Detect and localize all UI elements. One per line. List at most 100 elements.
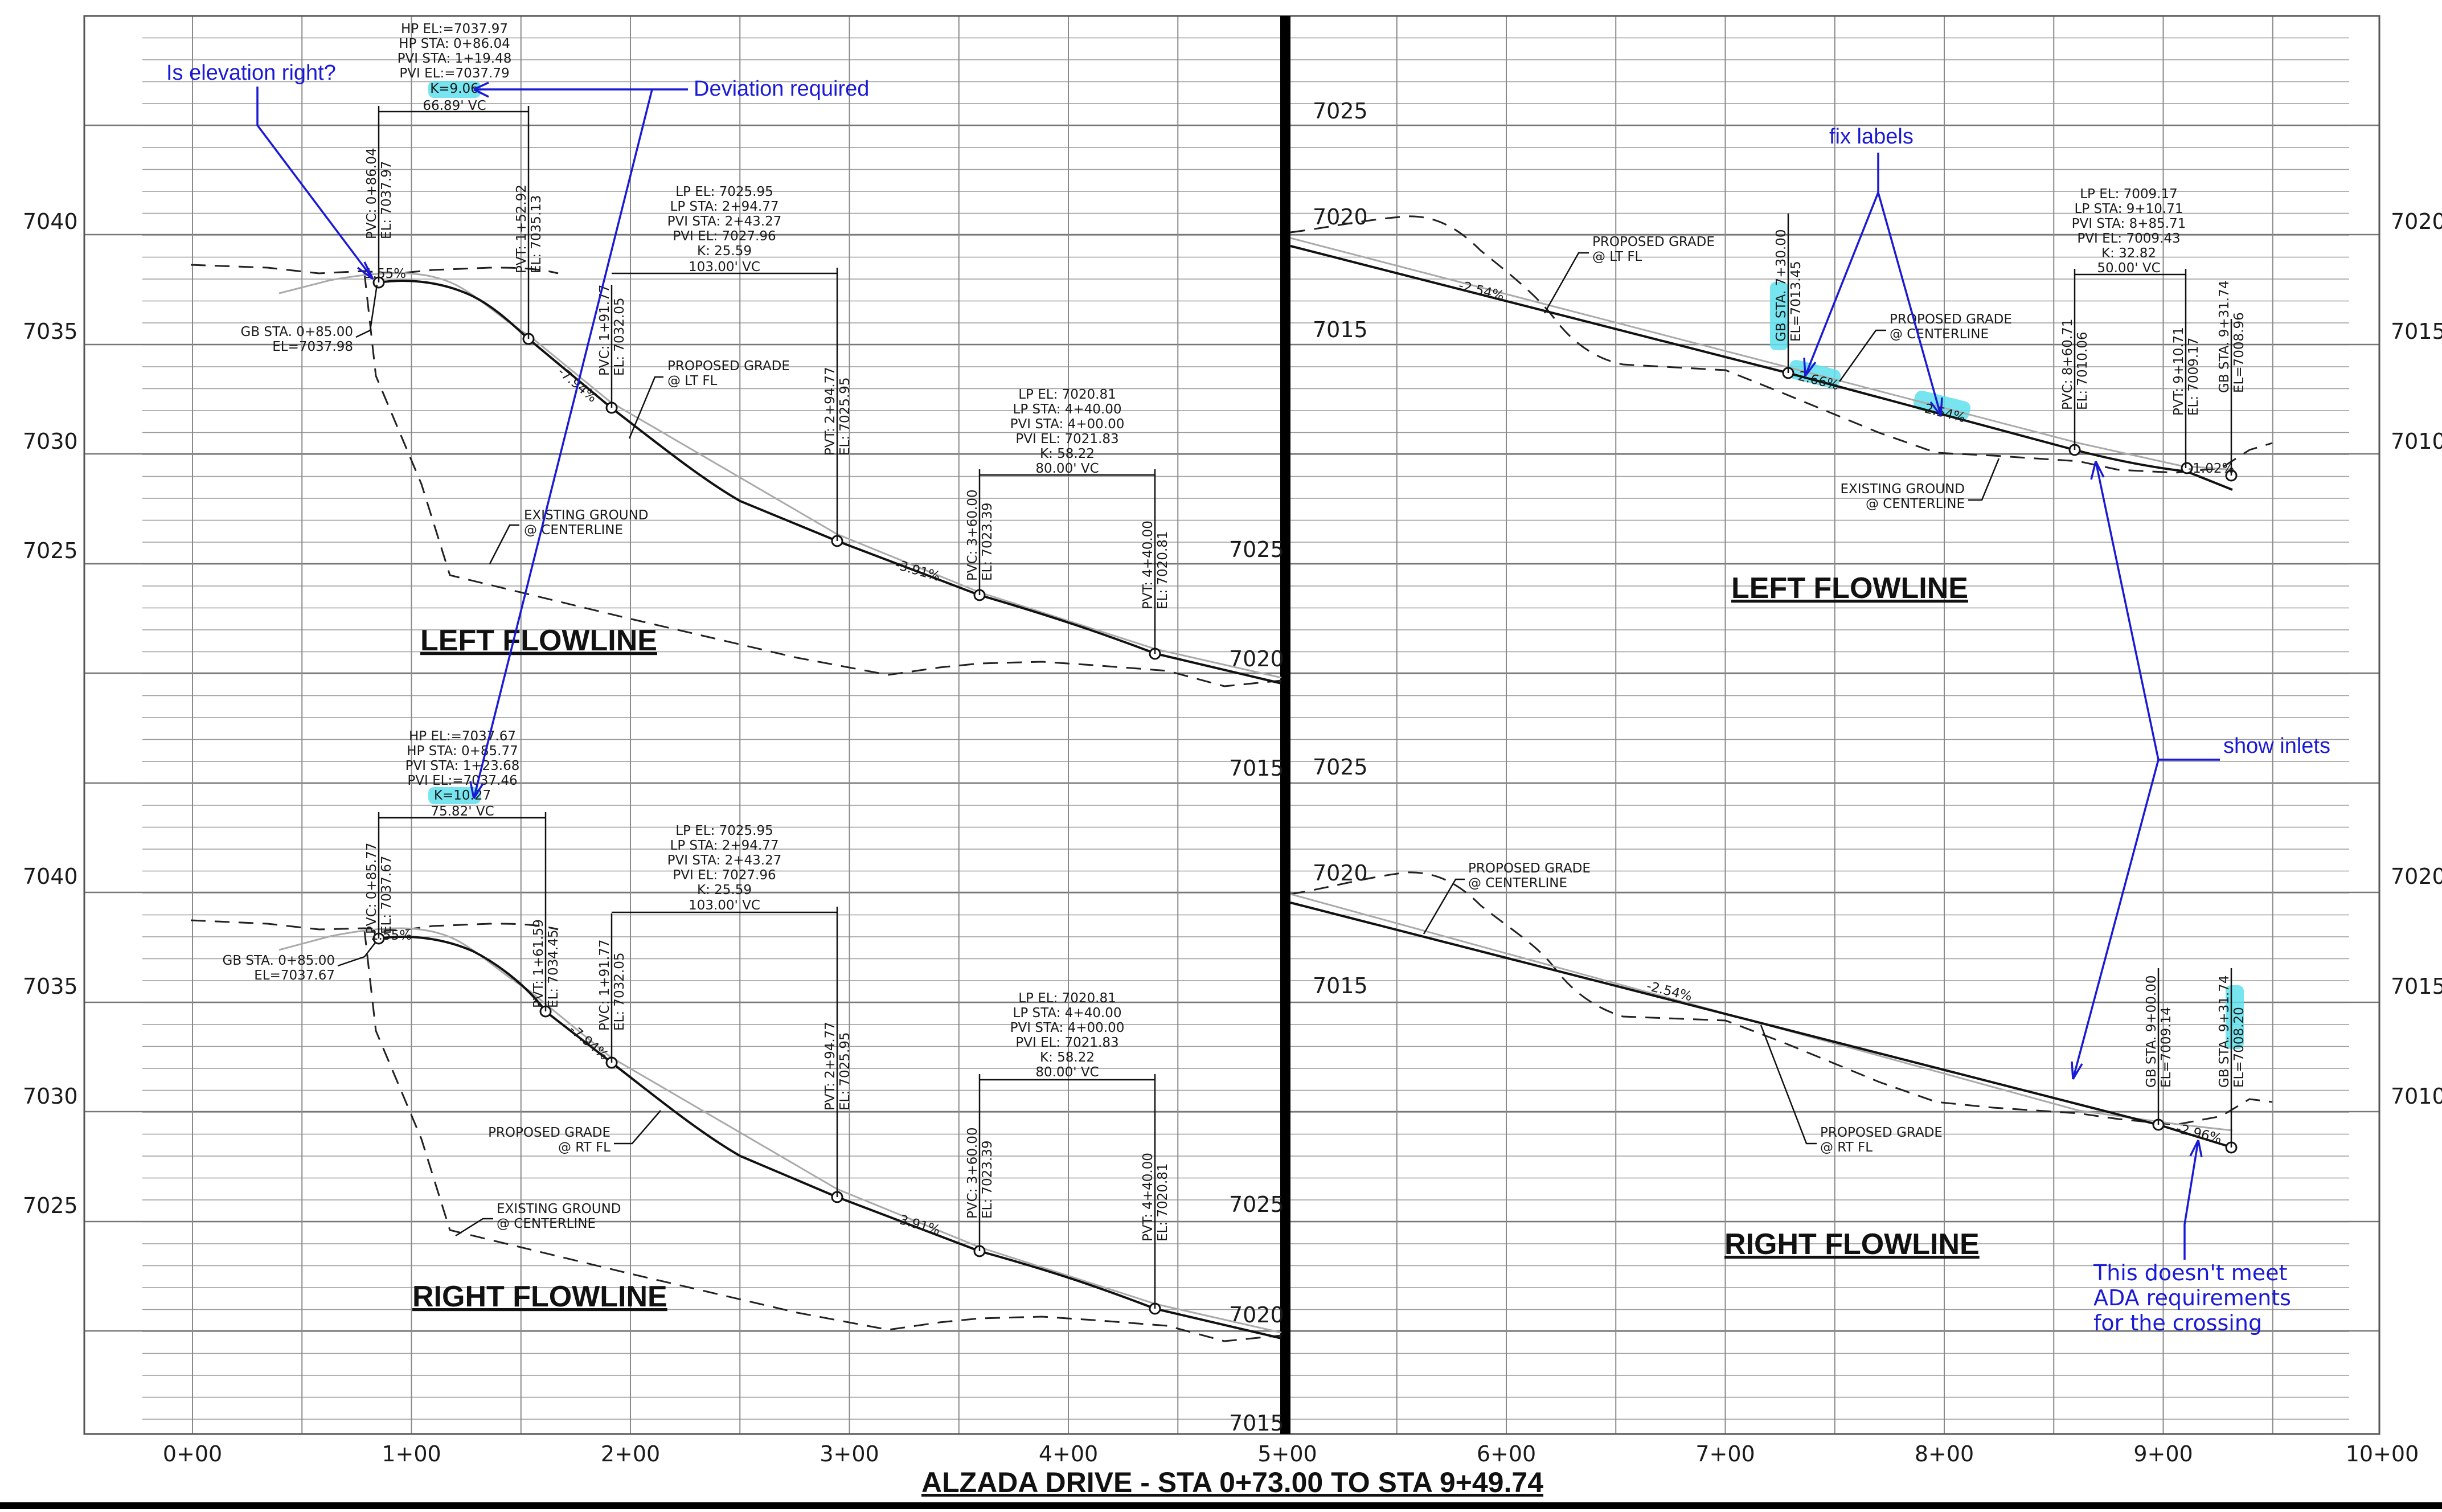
svg-text:EL=7037.67: EL=7037.67: [254, 968, 335, 983]
markup-leader: [473, 89, 653, 799]
grade-label: -2.54%: [1457, 278, 1506, 304]
leader-line: [628, 376, 663, 439]
sheet-title: ALZADA DRIVE - STA 0+73.00 TO STA 9+49.7…: [921, 1466, 1543, 1498]
svg-text:PROPOSED GRADE: PROPOSED GRADE: [1820, 1125, 1943, 1140]
arrowhead: [357, 261, 374, 280]
svg-text:@ LT FL: @ LT FL: [667, 374, 718, 388]
elev-axis-mid-left-bottom: 7025 7020 7015: [1229, 1192, 1284, 1436]
hp-label-block: HP EL:=7037.67 HP STA: 0+85.77 PVI STA: …: [405, 729, 520, 819]
svg-text:EXISTING GROUND: EXISTING GROUND: [1841, 482, 1965, 497]
svg-text:@ CENTERLINE: @ CENTERLINE: [1468, 876, 1567, 891]
leader-line: [614, 1110, 661, 1145]
pvt-label: PVT: 4+40.00 EL: 7020.81: [1141, 1153, 1170, 1241]
vc-label: 66.89' VC: [423, 99, 486, 113]
svg-text:GB STA. 0+85.00: GB STA. 0+85.00: [223, 953, 335, 968]
gb-label: GB STA. 9+31.74 EL=7008.20: [2217, 976, 2247, 1088]
profile-right-flowline-1: HP EL:=7037.67 HP STA: 0+85.77 PVI STA: …: [190, 729, 1282, 1342]
arrowhead: [1803, 357, 1817, 377]
hp-label: HP EL:=7037.97: [401, 22, 508, 36]
elev-label: 7035: [23, 319, 78, 344]
match-divider: [1280, 16, 1290, 1434]
elev-label: 7015: [2391, 319, 2442, 344]
leader-line: [1543, 252, 1589, 314]
svg-text:PROPOSED GRADE: PROPOSED GRADE: [667, 359, 790, 374]
pvt-label: PVT: 9+10.71 EL: 7009.17: [2171, 327, 2201, 416]
arrowhead: [2189, 1140, 2203, 1158]
elev-axis-right-top: 7020 7015 7010: [2391, 209, 2442, 454]
svg-text:@ RT FL: @ RT FL: [558, 1140, 610, 1155]
svg-text:@ CENTERLINE: @ CENTERLINE: [1890, 327, 1989, 342]
svg-text:EL: 7032.05: EL: 7032.05: [612, 952, 627, 1031]
svg-text:EL=7013.45: EL=7013.45: [1789, 261, 1804, 342]
markup-leader: [2183, 1140, 2199, 1260]
svg-text:K: 58.22: K: 58.22: [1040, 446, 1095, 461]
markup-show-inlets-note: show inlets: [2223, 734, 2330, 758]
svg-text:PVC: 8+60.71: PVC: 8+60.71: [2060, 319, 2075, 410]
svg-text:PVT: 2+94.77: PVT: 2+94.77: [823, 1022, 838, 1111]
elev-axis-mid-left-top: 7025 7020 7015: [1229, 537, 1284, 781]
pvc-label: PVC: 0+85.77 EL: 7037.67: [364, 843, 394, 934]
elev-label: 7015: [2391, 974, 2442, 999]
arrowhead: [1929, 397, 1943, 417]
pvc-label: PVC: 0+86.04 EL: 7037.97: [364, 148, 394, 239]
svg-text:GB STA. 9+31.74: GB STA. 9+31.74: [2217, 281, 2232, 393]
markup-fix-labels-note: fix labels: [1829, 125, 1914, 149]
svg-text:LP STA: 4+40.00: LP STA: 4+40.00: [1013, 402, 1122, 417]
gb-label: GB STA. 0+85.00 EL=7037.98: [241, 325, 353, 354]
profile-right-flowline-2: GB STA. 9+00.00 EL=7009.14 GB STA. 9+31.…: [1290, 861, 2273, 1261]
elev-label: 7020: [1313, 861, 1368, 886]
pvt-label: PVT: 1+61.59 EL: 7034.45: [531, 919, 561, 1008]
svg-text:PVI EL: 7027.96: PVI EL: 7027.96: [673, 868, 776, 883]
profile-title: LEFT FLOWLINE: [1731, 572, 1968, 605]
svg-text:EXISTING GROUND: EXISTING GROUND: [524, 508, 649, 523]
arrowhead: [2090, 461, 2105, 480]
svg-text:LP EL: 7025.95: LP EL: 7025.95: [675, 185, 773, 199]
lp-label-block: LP EL: 7009.17 LP STA: 9+10.71 PVI STA: …: [2072, 187, 2186, 276]
station-label: 6+00: [1477, 1441, 1536, 1466]
svg-text:This doesn't meet: This doesn't meet: [2093, 1260, 2287, 1285]
existing-ground-line: [363, 930, 1282, 1342]
proposed-grade-label: PROPOSED GRADE @ LT FL: [667, 359, 790, 388]
svg-text:K: 58.22: K: 58.22: [1040, 1050, 1095, 1065]
svg-text:PROPOSED GRADE: PROPOSED GRADE: [488, 1125, 610, 1140]
elev-label: 7020: [1229, 1302, 1284, 1327]
elev-axis-right-bottom: 7020 7015 7010: [2391, 864, 2442, 1109]
pvt-label: PVT: 2+94.77 EL: 7025.95: [823, 1022, 853, 1111]
svg-text:GB STA. 0+85.00: GB STA. 0+85.00: [241, 325, 353, 339]
leader-line: [1968, 458, 2000, 501]
svg-text:@ LT FL: @ LT FL: [1592, 249, 1642, 264]
proposed-grade-label: PROPOSED GRADE @ RT FL: [488, 1125, 610, 1155]
svg-text:PVT: 1+52.92: PVT: 1+52.92: [514, 185, 529, 273]
svg-text:80.00' VC: 80.00' VC: [1035, 461, 1099, 476]
station-label: 4+00: [1039, 1441, 1098, 1466]
svg-text:EL: 7037.97: EL: 7037.97: [379, 161, 394, 239]
elev-axis-left-top: 7040 7035 7030 7025: [23, 209, 78, 563]
svg-text:EL: 7025.95: EL: 7025.95: [838, 1032, 853, 1111]
svg-text:PVC: 3+60.00: PVC: 3+60.00: [965, 1128, 980, 1219]
hp-label: PVI STA: 1+19.48: [398, 51, 512, 66]
svg-text:PVI EL:=7037.46: PVI EL:=7037.46: [407, 773, 517, 788]
highlight-mark: [1770, 282, 1788, 350]
svg-text:50.00' VC: 50.00' VC: [2097, 261, 2160, 276]
svg-text:GB STA. 9+00.00: GB STA. 9+00.00: [2144, 976, 2159, 1088]
elev-label: 7025: [1229, 1192, 1284, 1217]
svg-text:PVT: 9+10.71: PVT: 9+10.71: [2171, 327, 2186, 416]
markup-deviation-note: Deviation required: [694, 77, 869, 101]
grade-label: -3.91%: [893, 558, 941, 584]
svg-text:PROPOSED GRADE: PROPOSED GRADE: [1592, 235, 1715, 249]
svg-text:EL=7008.96: EL=7008.96: [2232, 312, 2247, 393]
grid: [84, 15, 2379, 1434]
svg-text:@ RT FL: @ RT FL: [1820, 1140, 1873, 1155]
svg-text:LP EL: 7020.81: LP EL: 7020.81: [1018, 991, 1116, 1006]
svg-text:GB STA. 9+31.74: GB STA. 9+31.74: [2217, 976, 2232, 1088]
elev-label: 7040: [23, 864, 78, 889]
svg-text:PVC: 3+60.00: PVC: 3+60.00: [965, 490, 980, 581]
svg-text:PVT: 2+94.77: PVT: 2+94.77: [823, 367, 838, 456]
markup-leader: [256, 87, 374, 280]
svg-text:PVI EL: 7009.43: PVI EL: 7009.43: [2077, 231, 2180, 246]
elev-axis-left-bottom: 7040 7035 7030 7025: [23, 864, 78, 1218]
svg-text:K=10.27: K=10.27: [434, 788, 491, 803]
svg-text:EL: 7020.81: EL: 7020.81: [1156, 531, 1170, 609]
